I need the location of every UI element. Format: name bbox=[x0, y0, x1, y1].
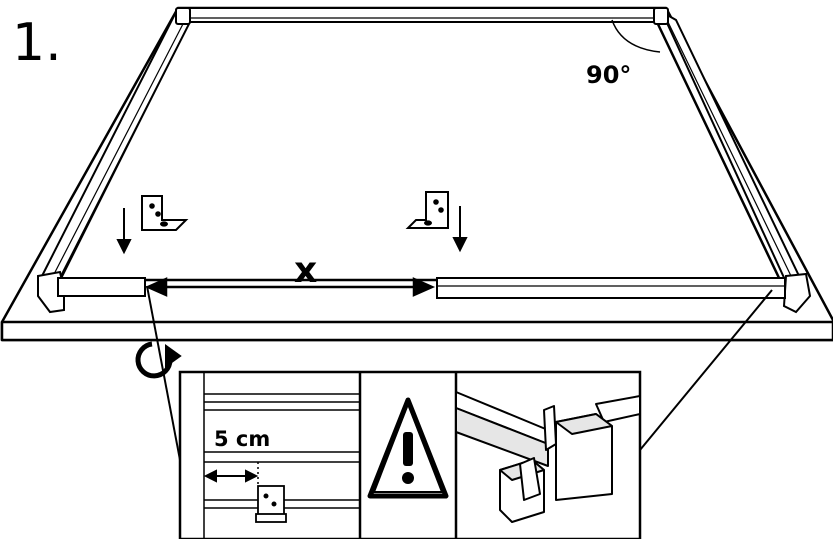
step-number: 1. bbox=[12, 13, 62, 73]
frame bbox=[0, 6, 833, 342]
frame-front-face bbox=[0, 320, 833, 342]
bracket-icon bbox=[255, 485, 287, 523]
cap-top-left bbox=[175, 7, 191, 25]
bracket-icon bbox=[405, 191, 449, 229]
warning-icon bbox=[367, 397, 449, 499]
down-arrow-icon bbox=[452, 206, 468, 253]
detail-joint bbox=[455, 391, 641, 523]
angle-label: 90° bbox=[586, 61, 631, 89]
cap-bottom-right bbox=[782, 272, 812, 314]
detail-offset bbox=[203, 372, 360, 539]
callout-lines bbox=[146, 285, 773, 461]
distance-label: x bbox=[294, 250, 317, 291]
double-arrow-icon bbox=[203, 469, 259, 483]
double-arrow-icon bbox=[144, 277, 436, 297]
bottom-rail-right bbox=[436, 277, 786, 299]
bottom-rails bbox=[57, 277, 786, 299]
down-arrow-icon bbox=[116, 208, 132, 255]
bracket-icon bbox=[141, 195, 189, 231]
cap-top-right bbox=[653, 7, 669, 25]
corner-caps bbox=[37, 7, 812, 314]
angle-arc bbox=[611, 19, 661, 53]
rail-top bbox=[185, 7, 663, 23]
bottom-rail-left bbox=[57, 277, 146, 297]
rotate-arrow-icon bbox=[135, 341, 182, 379]
offset-label: 5 cm bbox=[214, 427, 270, 451]
